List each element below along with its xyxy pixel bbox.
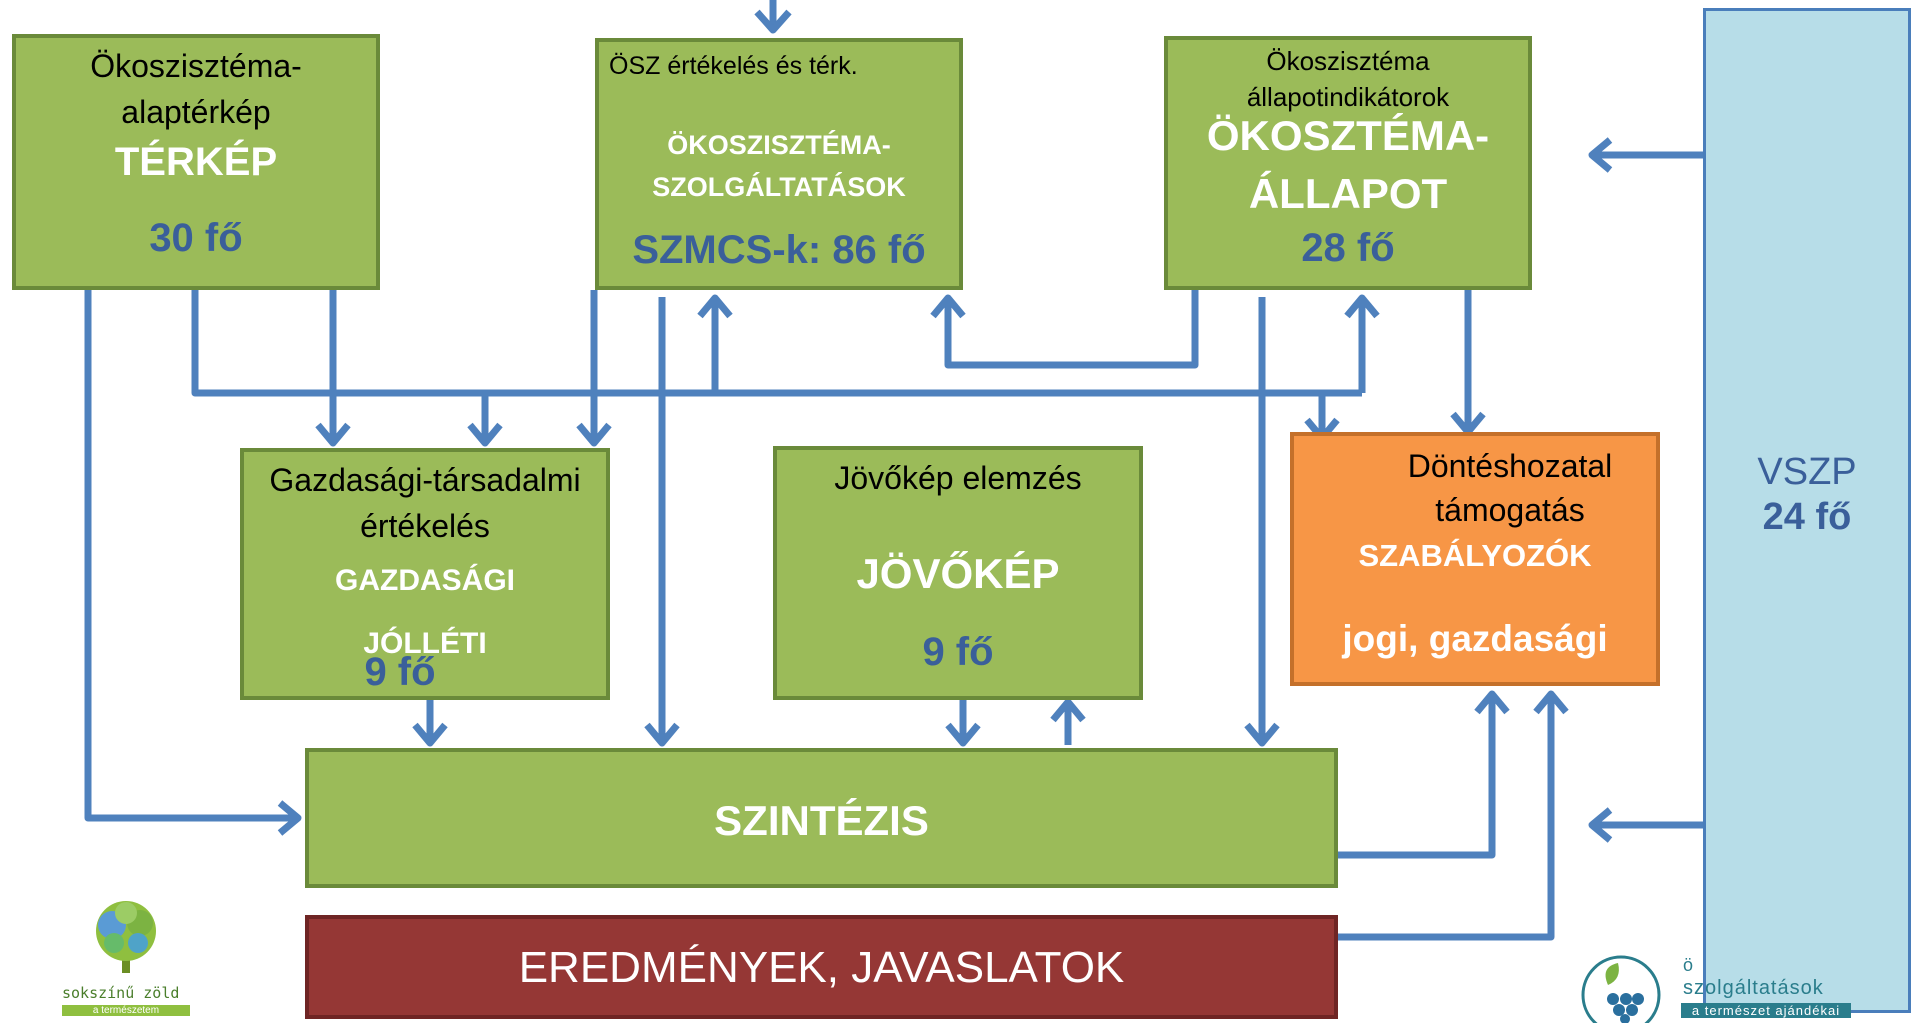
- allapot-subtitle: Ökoszisztéma: [1266, 46, 1430, 76]
- dontes-box: Döntéshozatal támogatás SZABÁLYOZÓK jogi…: [1290, 432, 1660, 686]
- jovokep-title: JÖVŐKÉP: [856, 550, 1060, 597]
- gazdasagi-title-1: GAZDASÁGI: [335, 564, 515, 597]
- logo-right-line2: szolgáltatások: [1683, 977, 1824, 999]
- eredmenyek-title: EREDMÉNYEK, JAVASLATOK: [518, 943, 1125, 992]
- gazdasagi-subtitle: Gazdasági-társadalmi: [269, 462, 581, 498]
- dontes-title: SZABÁLYOZÓK: [1358, 538, 1592, 573]
- dontes-subtitle: Döntéshozatal: [1407, 448, 1613, 484]
- allapot-title-2: ÁLLAPOT: [1248, 170, 1448, 217]
- logo-left-line2: a természetem: [62, 1005, 190, 1016]
- szolgaltatasok-count: SZMCS-k: 86 fő: [632, 228, 926, 272]
- gazdasagi-count: 9 fő: [364, 650, 436, 694]
- szintezis-title: SZINTÉZIS: [714, 797, 929, 844]
- allapot-box: Ökoszisztéma állapotindikátorok ÖKOSZTÉM…: [1164, 36, 1532, 290]
- allapot-count: 28 fő: [1301, 226, 1395, 270]
- eredmenyek-box: EREDMÉNYEK, JAVASLATOK: [305, 915, 1338, 1019]
- szolgaltatasok-title-1: ÖKOSZISZTÉMA-: [667, 130, 891, 160]
- berry-icon: [1581, 955, 1661, 1023]
- terkep-box: Ökoszisztéma- alaptérkép TÉRKÉP 30 fő: [12, 34, 380, 290]
- terkep-title: TÉRKÉP: [114, 140, 278, 184]
- terkep-subtitle-2: alaptérkép: [121, 94, 271, 130]
- sokszinu-zold-logo: sokszínű zöld a természetem: [62, 895, 192, 1020]
- tree-icon: [96, 901, 156, 973]
- logo-right-line3: a természet ajándékai: [1681, 1003, 1851, 1018]
- gazdasagi-subtitle-2: értékelés: [360, 508, 490, 544]
- terkep-subtitle: Ökoszisztéma-: [90, 48, 302, 84]
- jovokep-count: 9 fő: [922, 630, 994, 674]
- szintezis-box: SZINTÉZIS: [305, 748, 1338, 888]
- logo-right-line1: ö: [1683, 955, 1694, 975]
- jovokep-box: Jövőkép elemzés JÖVŐKÉP 9 fő: [773, 446, 1143, 700]
- gazdasagi-title-2: JÓLLÉTI: [363, 627, 487, 660]
- terkep-count: 30 fő: [149, 216, 243, 260]
- szolgaltatasok-subtitle: ÖSZ értékelés és térk.: [609, 52, 858, 80]
- logo-left-line1: sokszínű zöld: [62, 984, 180, 1002]
- allapot-title-1: ÖKOSZTÉMA-: [1206, 112, 1490, 159]
- szolgaltatasok-logo: ö szolgáltatások a természet ajándékai: [1578, 955, 1911, 1023]
- gazdasagi-box: Gazdasági-társadalmi értékelés GAZDASÁGI…: [240, 448, 610, 700]
- vszp-panel: VSZP 24 fő: [1703, 8, 1911, 1013]
- jovokep-subtitle: Jövőkép elemzés: [834, 460, 1082, 496]
- dontes-subtitle-2: támogatás: [1435, 492, 1585, 528]
- vszp-title: VSZP: [1757, 451, 1857, 493]
- vszp-count: 24 fő: [1762, 496, 1852, 538]
- szolgaltatasok-title-2: SZOLGÁLTATÁSOK: [652, 172, 906, 202]
- allapot-subtitle-2: állapotindikátorok: [1246, 82, 1450, 112]
- szolgaltatasok-box: ÖSZ értékelés és térk. ÖKOSZISZTÉMA- SZO…: [595, 38, 963, 290]
- bus-line: [191, 290, 1362, 397]
- dontes-title-2: jogi, gazdasági: [1342, 618, 1608, 659]
